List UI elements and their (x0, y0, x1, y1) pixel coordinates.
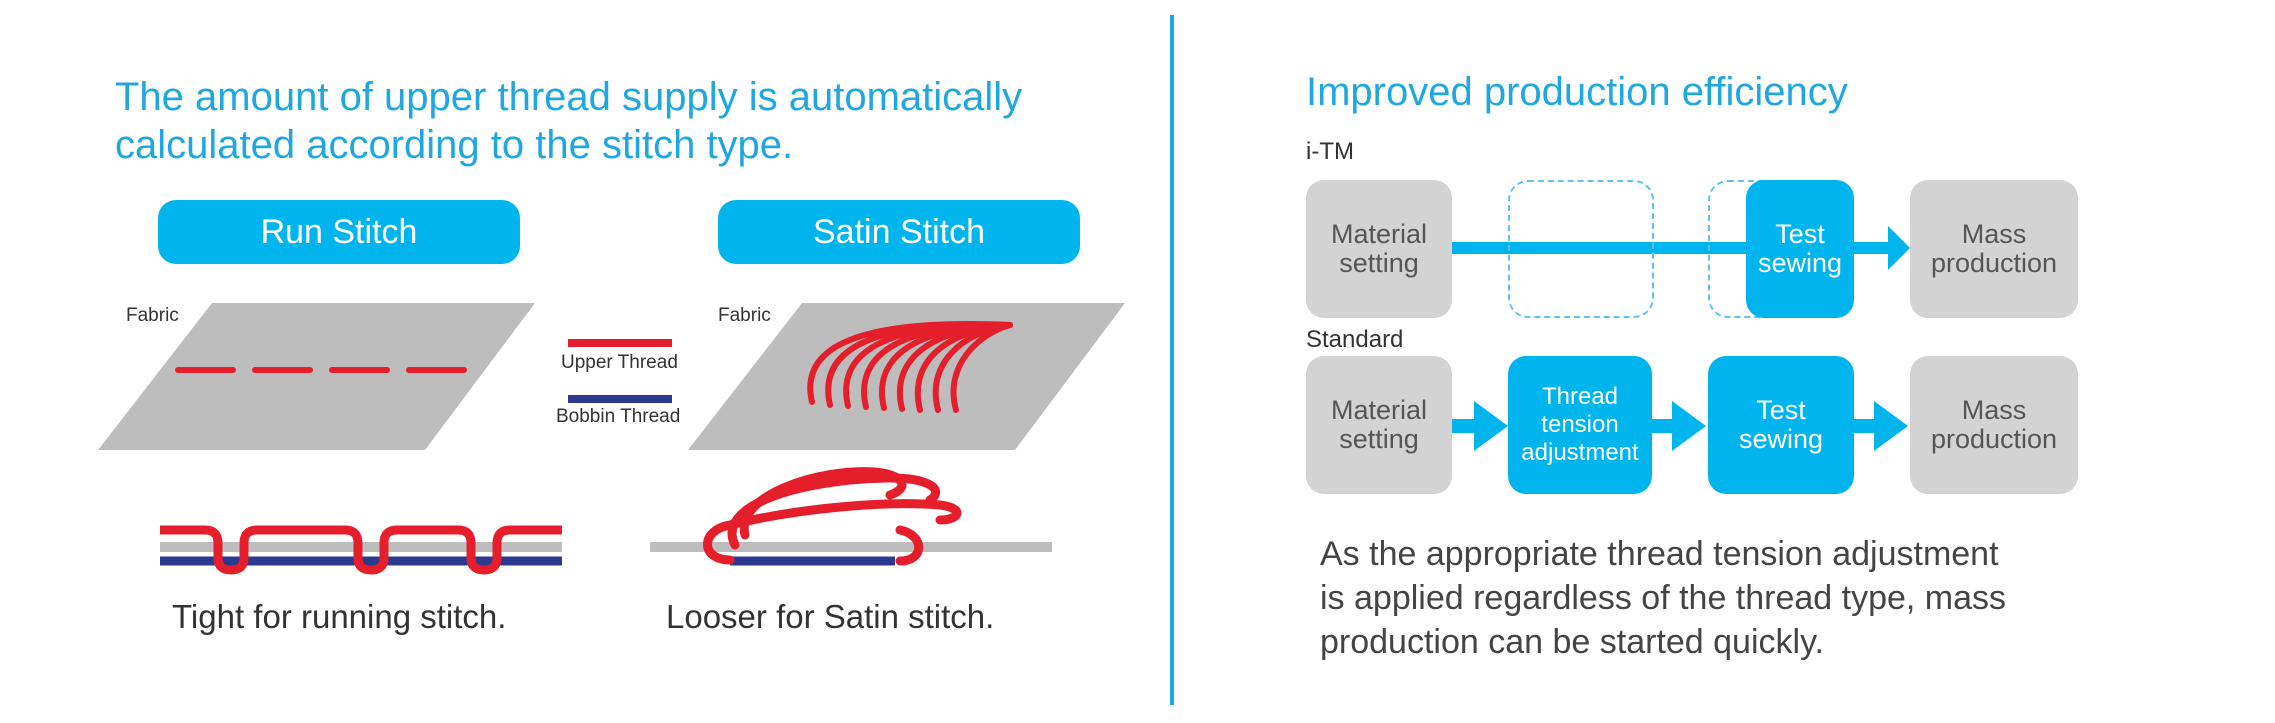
standard-row-label: Standard (1306, 326, 1404, 353)
left-headline-line1: The amount of upper thread supply is aut… (115, 75, 1023, 119)
itm-step-test-sewing: Test sewing (1746, 180, 1854, 318)
standard-step-material-setting: Material setting (1306, 356, 1452, 494)
run-upper-thread (160, 525, 562, 575)
satin-stitch-caption: Looser for Satin stitch. (666, 598, 995, 635)
itm-skipped-step-placeholder (1508, 180, 1654, 318)
satin-stitch-loops (807, 321, 1013, 413)
standard-arrows (1452, 401, 1908, 451)
standard-step-test-sewing: Test sewing (1708, 356, 1854, 494)
run-fabric-label: Fabric (126, 305, 179, 326)
run-fabric-shape (98, 303, 535, 450)
standard-step-test-sewing-label: Test sewing (1738, 395, 1824, 454)
left-headline-line2: calculated according to the stitch type. (115, 123, 794, 167)
itm-step-material-setting-label: Material setting (1330, 219, 1428, 278)
standard-step-material-setting-label: Material setting (1330, 395, 1428, 454)
itm-step-mass-production-label: Mass production (1930, 219, 2058, 278)
itm-step-material-setting: Material setting (1306, 180, 1452, 318)
standard-step-thread-tension-label: Thread tension adjustment (1521, 383, 1639, 466)
satin-cross-fabric (650, 542, 1052, 552)
note-line-3: production can be started quickly. (1320, 623, 1824, 661)
note-line-1: As the appropriate thread tension adjust… (1320, 535, 1999, 573)
itm-step-test-sewing-label: Test sewing (1757, 219, 1843, 278)
legend-bobbin-label: Bobbin Thread (556, 406, 681, 427)
run-stitch-caption: Tight for running stitch. (172, 598, 507, 635)
itm-arrowhead (1888, 226, 1910, 270)
satin-fabric-shape (688, 303, 1125, 450)
satin-stitch-badge: Satin Stitch (718, 200, 1080, 264)
itm-step-mass-production: Mass production (1910, 180, 2078, 318)
standard-step-mass-production: Mass production (1910, 356, 2078, 494)
run-stitch-badge: Run Stitch (158, 200, 520, 264)
legend-upper-label: Upper Thread (561, 352, 678, 373)
satin-fabric-label: Fabric (718, 305, 771, 326)
satin-upper-loops (703, 467, 962, 566)
right-headline: Improved production efficiency (1306, 70, 1848, 114)
standard-step-mass-production-label: Mass production (1930, 395, 2058, 454)
standard-step-thread-tension-adjustment: Thread tension adjustment (1508, 356, 1652, 494)
itm-row-label: i-TM (1306, 138, 1354, 165)
note-line-2: is applied regardless of the thread type… (1320, 579, 2007, 617)
